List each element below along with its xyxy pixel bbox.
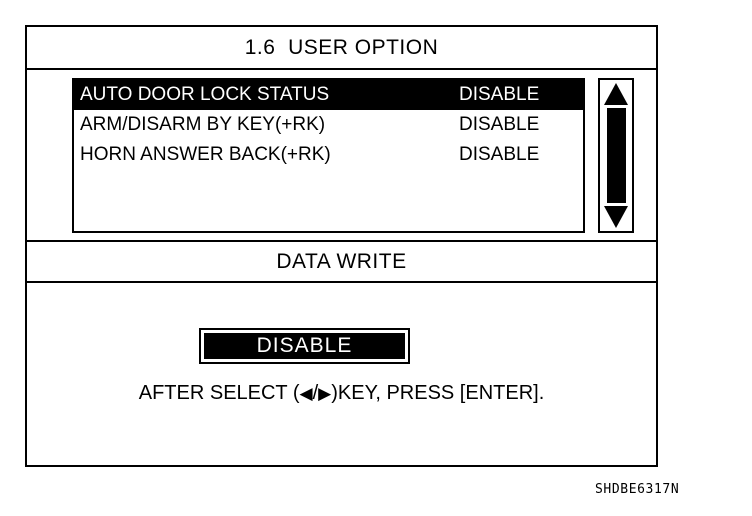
list-item-value: DISABLE — [459, 84, 540, 105]
list-item-value: DISABLE — [459, 114, 540, 135]
title-bar: 1.6 USER OPTION — [27, 27, 656, 68]
data-write-divider — [27, 281, 656, 283]
value-editor-region: DISABLE AFTER SELECT (◀/▶)KEY, PRESS [EN… — [27, 283, 656, 465]
list-divider — [27, 240, 656, 242]
list-item[interactable]: HORN ANSWER BACK(+RK) DISABLE — [74, 140, 583, 170]
hint-prefix: AFTER SELECT ( — [138, 382, 300, 404]
title-divider — [27, 68, 656, 70]
option-list-region: AUTO DOOR LOCK STATUS DISABLE ARM/DISARM… — [27, 70, 656, 240]
left-arrow-icon: ◀ — [299, 384, 313, 403]
scroll-up-arrow-icon[interactable] — [604, 83, 628, 105]
device-screen-frame: 1.6 USER OPTION AUTO DOOR LOCK STATUS DI… — [25, 25, 658, 467]
selected-value-button[interactable]: DISABLE — [199, 328, 410, 364]
list-item-label: ARM/DISARM BY KEY(+RK) — [80, 114, 326, 135]
figure-reference-code: SHDBE6317N — [595, 482, 680, 497]
data-write-label: DATA WRITE — [276, 249, 407, 273]
instruction-hint: AFTER SELECT (◀/▶)KEY, PRESS [ENTER]. — [27, 382, 656, 405]
list-item[interactable]: AUTO DOOR LOCK STATUS DISABLE — [74, 80, 583, 110]
list-item-label: HORN ANSWER BACK(+RK) — [80, 144, 331, 165]
scroll-down-arrow-icon[interactable] — [604, 206, 628, 228]
scrollbar-thumb[interactable] — [606, 108, 626, 203]
list-item-value: DISABLE — [459, 144, 540, 165]
selected-value-label: DISABLE — [204, 333, 405, 359]
list-item-label: AUTO DOOR LOCK STATUS — [80, 84, 330, 105]
vertical-scrollbar[interactable] — [598, 78, 634, 233]
right-arrow-icon: ▶ — [318, 384, 332, 403]
hint-suffix: )KEY, PRESS [ENTER]. — [331, 382, 545, 404]
hint-separator: / — [312, 382, 319, 404]
page-title: 1.6 USER OPTION — [244, 35, 439, 59]
data-write-band: DATA WRITE — [27, 242, 656, 281]
option-list-box[interactable]: AUTO DOOR LOCK STATUS DISABLE ARM/DISARM… — [72, 78, 585, 233]
list-item[interactable]: ARM/DISARM BY KEY(+RK) DISABLE — [74, 110, 583, 140]
